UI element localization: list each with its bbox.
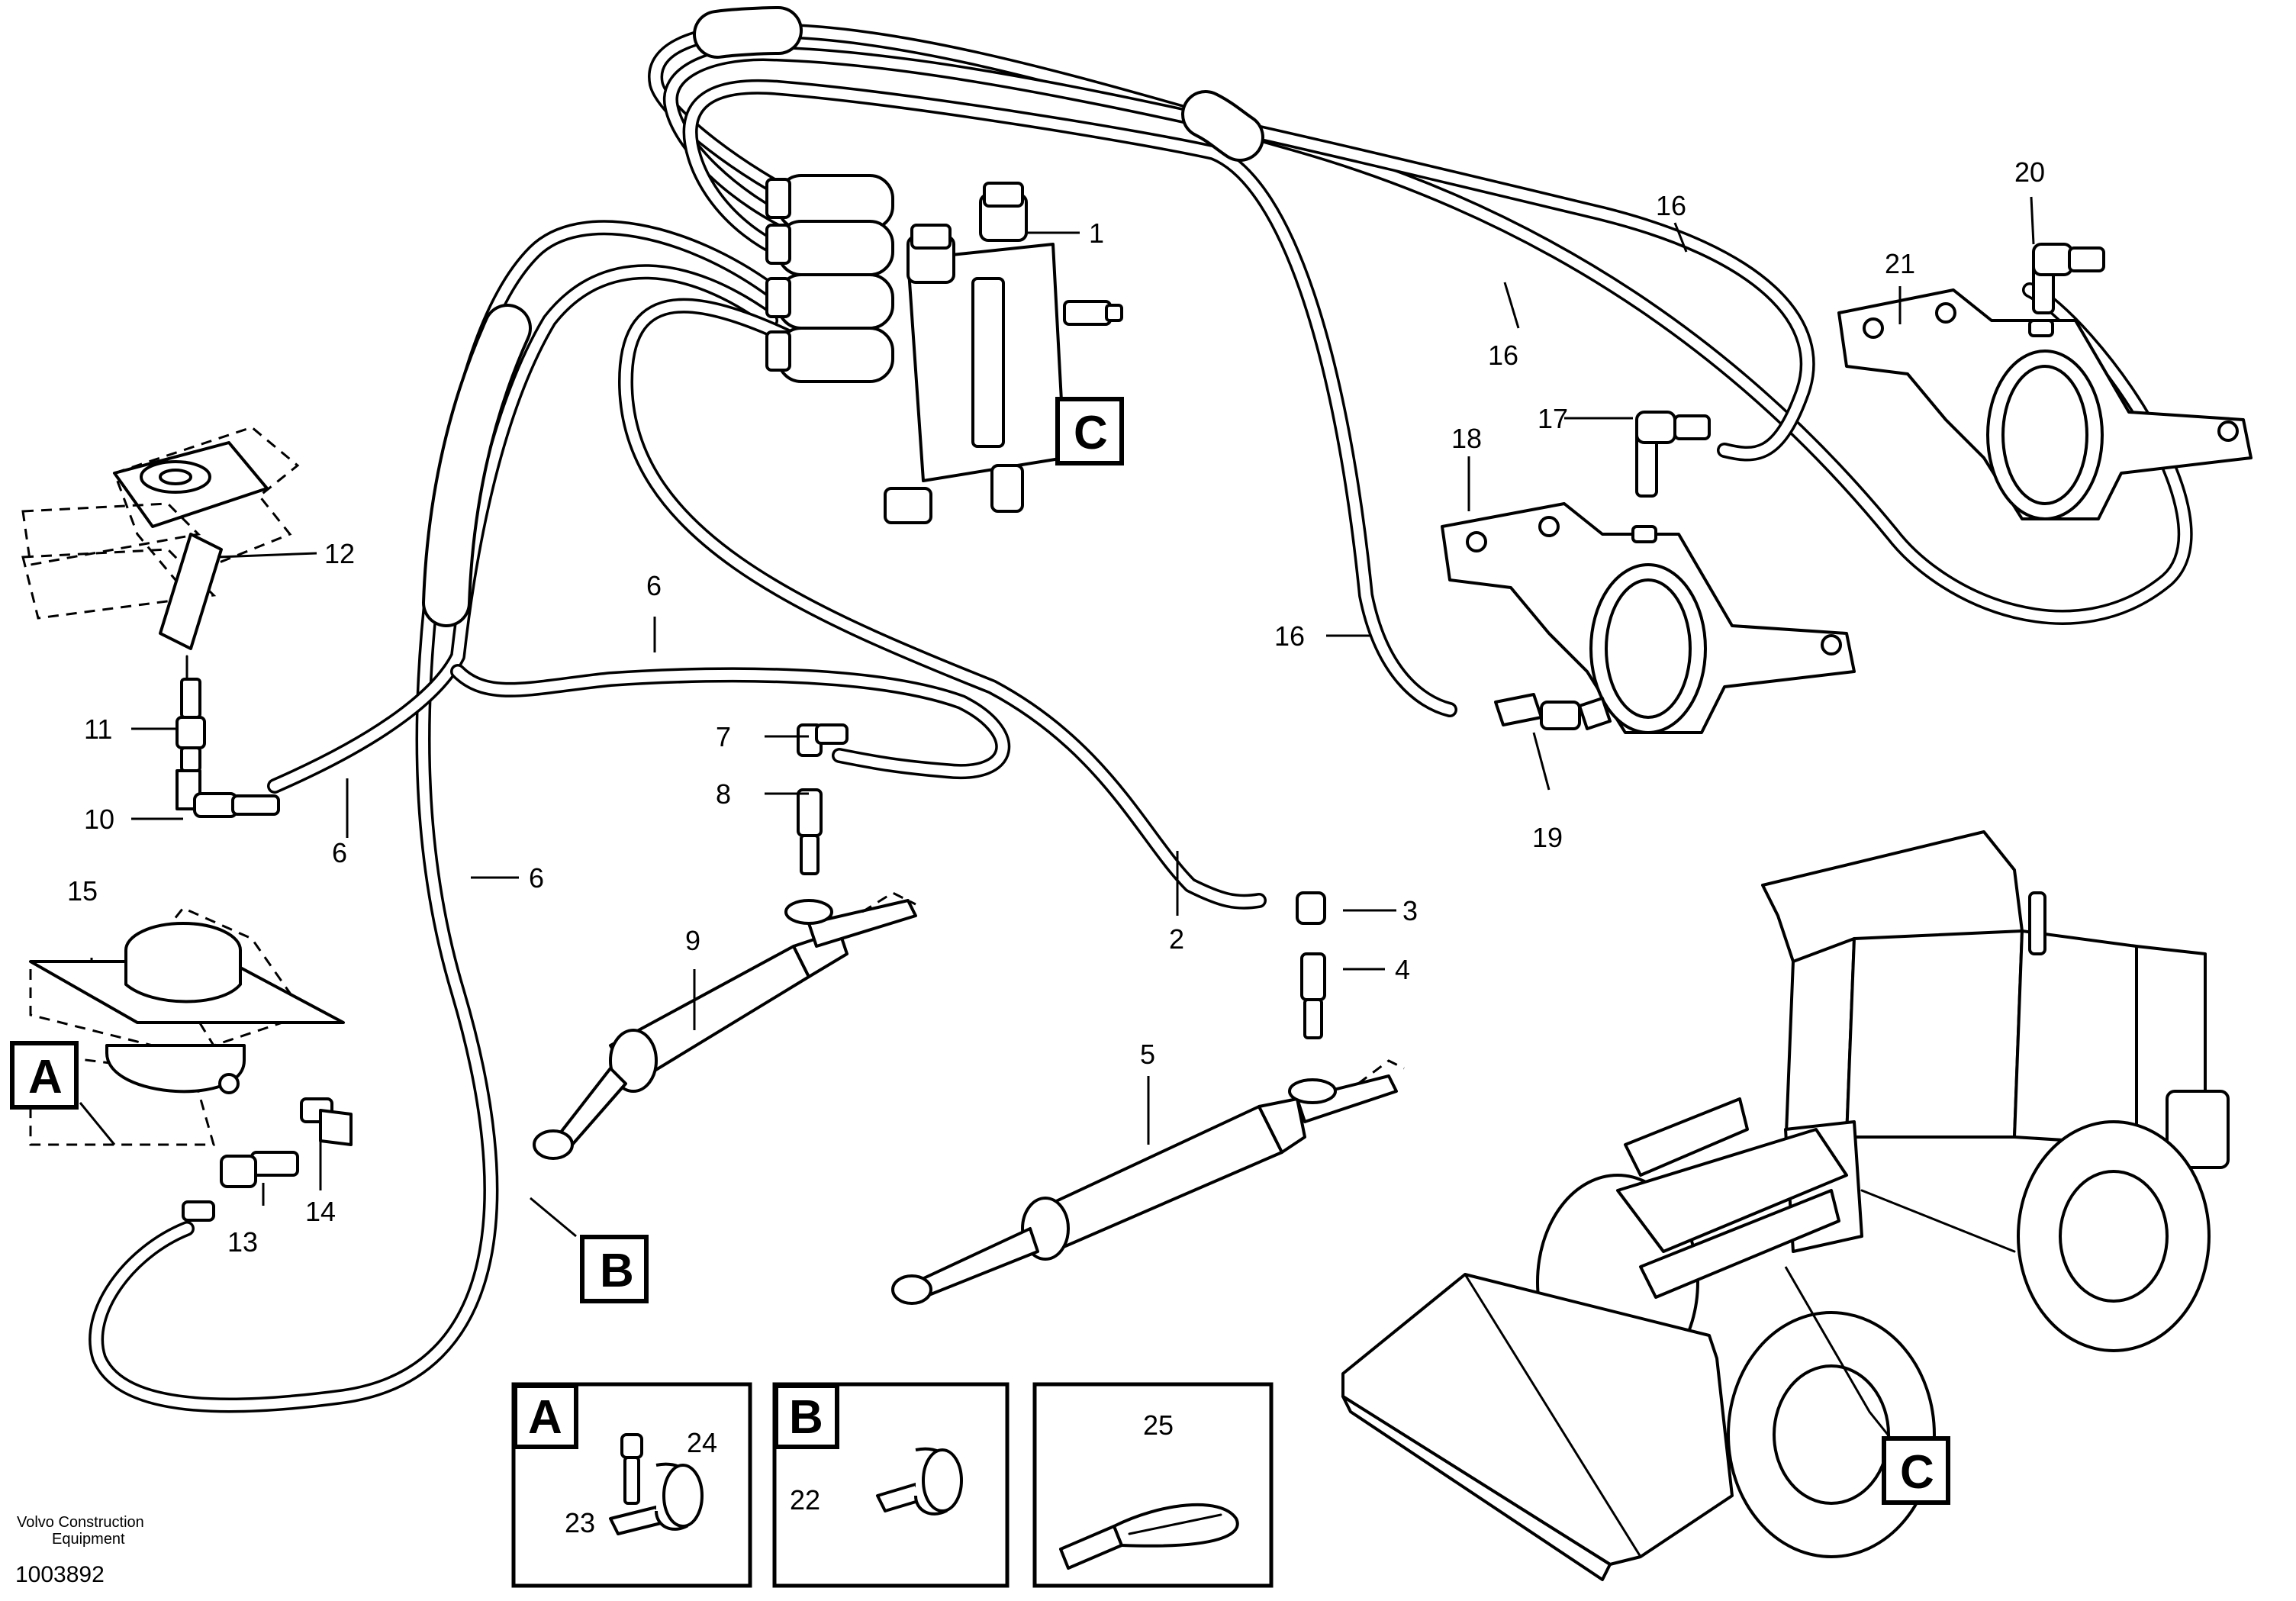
ref-letter-c-machine: C [1900,1446,1934,1499]
callout-9: 9 [685,925,700,956]
brand-line-2: Equipment [52,1531,125,1548]
protective-sleeves [422,6,1264,627]
reference-letters: A B C C [10,397,1950,1505]
ref-letter-c-valve: C [1074,407,1108,459]
callout-4: 4 [1395,954,1410,985]
hose-bundle [89,23,2193,1413]
ref-box-c-machine: C [1882,1436,1950,1505]
callout-20: 20 [2014,156,2045,188]
callout-2: 2 [1169,923,1184,955]
inset-a-letter: A [528,1391,562,1444]
ref-box-a: A [10,1041,79,1110]
callout-7: 7 [716,721,731,752]
inset-b: B 22 [772,1382,1010,1588]
callout-16a: 16 [1656,190,1686,221]
callout-14: 14 [305,1196,336,1227]
callout-6a: 6 [646,570,662,601]
document-footer: Volvo Construction Equipment 1003892 [15,1514,144,1587]
callout-10: 10 [84,804,114,835]
inset-a-callout-24: 24 [687,1427,717,1458]
inset-b-letter: B [789,1391,823,1444]
inset-c-callout-25: 25 [1143,1409,1174,1441]
steering-cylinder-right [891,891,1405,1305]
callout-12: 12 [324,538,355,569]
callout-19: 19 [1532,822,1563,853]
axle-bracket-rear [1837,243,2253,520]
inset-b-callout-22: 22 [790,1484,820,1516]
callout-18: 18 [1451,423,1482,454]
mount-plate-lower [29,907,353,1222]
callout-15: 15 [67,875,98,907]
ref-letter-b: B [600,1245,634,1297]
document-number: 1003892 [15,1562,105,1587]
callout-8: 8 [716,778,731,810]
ref-letter-a: A [28,1051,63,1103]
callout-16c: 16 [1274,620,1305,652]
axle-bracket-front [1441,411,1856,734]
ref-box-c-valve: C [1055,397,1124,465]
callout-13: 13 [227,1226,258,1258]
mount-plate-upper [21,426,300,818]
steering-cylinder-left [533,723,917,1160]
brand-line-1: Volvo Construction [17,1514,144,1531]
callout-17: 17 [1538,403,1568,434]
callout-16b: 16 [1488,340,1518,371]
inset-c: 25 [1032,1382,1274,1588]
ref-box-b: B [580,1235,649,1303]
callout-21: 21 [1885,248,1915,279]
callout-numbers: 1 2 3 4 5 6 6 6 7 8 9 10 11 12 13 14 15 … [67,156,2045,1258]
inset-a-callout-23: 23 [565,1507,595,1538]
callout-1: 1 [1089,217,1104,249]
callout-6b: 6 [332,837,347,868]
callout-6c: 6 [529,862,544,894]
callout-3: 3 [1402,895,1418,926]
inset-a: A 24 23 [511,1382,752,1588]
callout-5: 5 [1140,1039,1155,1070]
callout-11: 11 [84,714,112,745]
control-valve [765,174,1123,524]
wheel-loader-illustration [1341,830,2230,1581]
